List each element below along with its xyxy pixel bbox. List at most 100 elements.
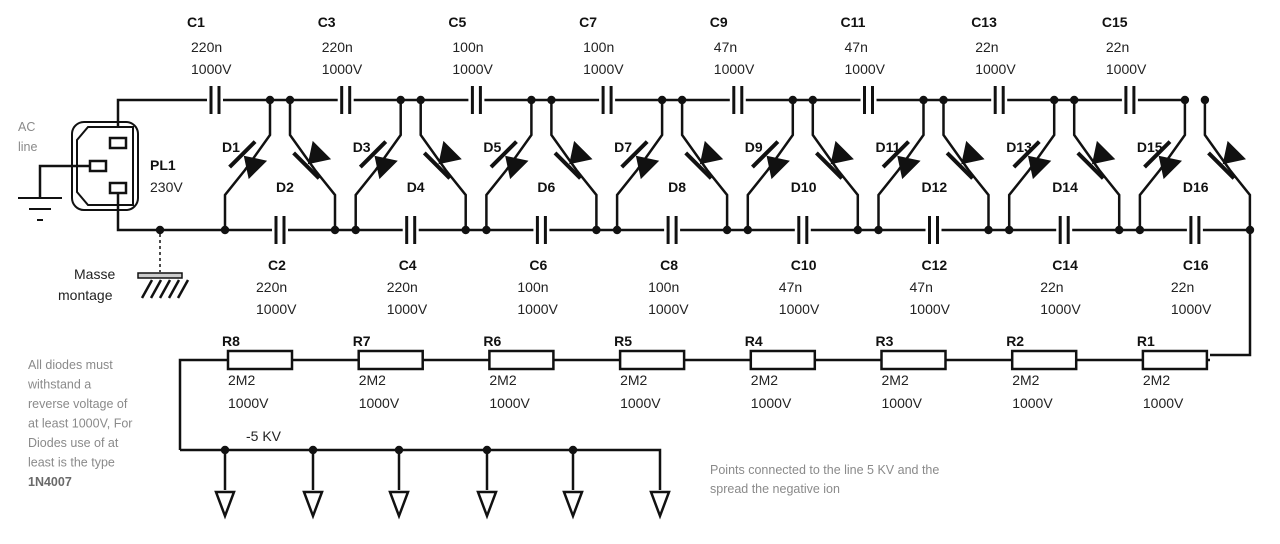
diode-wire xyxy=(419,100,467,230)
diode-d14 xyxy=(1076,140,1116,180)
plug-pin xyxy=(108,136,128,150)
diode-bar xyxy=(1207,151,1236,180)
junction-dot xyxy=(743,225,752,235)
ac-plug-pl1 xyxy=(71,121,139,211)
capacitor-c12 xyxy=(925,216,942,244)
diode-bar xyxy=(1143,140,1172,169)
diode-bar xyxy=(228,140,257,169)
diode-wire xyxy=(223,100,272,230)
capacitor-gap xyxy=(664,218,681,242)
junction-dot xyxy=(285,95,295,105)
earth-wire xyxy=(38,164,90,198)
resistor-value: 2M2 xyxy=(751,372,778,388)
diode-label: D6 xyxy=(537,179,555,195)
junction-dot xyxy=(461,225,470,235)
capacitor-gap xyxy=(402,218,419,242)
diode-label: D2 xyxy=(276,179,294,195)
resistor-voltage: 1000V xyxy=(359,395,400,411)
diode-triangle xyxy=(699,140,724,165)
diode-wire xyxy=(942,100,990,230)
capacitor-value: 22n xyxy=(1171,279,1194,295)
junction-dot xyxy=(1050,95,1059,105)
junction-dot xyxy=(1245,225,1255,235)
diode-label: D10 xyxy=(791,179,817,195)
capacitor-value: 47n xyxy=(714,39,737,55)
diode-bar xyxy=(751,140,780,169)
junction-dot xyxy=(351,225,360,235)
diode-d12 xyxy=(945,140,985,180)
diode-bar xyxy=(815,151,844,180)
capacitor-voltage: 1000V xyxy=(975,61,1016,77)
junction-dot xyxy=(265,95,275,105)
connector-voltage: 230V xyxy=(150,179,183,195)
points-note-line: Points connected to the line 5 KV and th… xyxy=(710,463,939,477)
diode-wire xyxy=(811,100,860,230)
capacitor-gap xyxy=(337,88,354,112)
diode-d1 xyxy=(228,140,268,180)
capacitor-voltage: 1000V xyxy=(910,301,951,317)
diode-bar xyxy=(358,140,388,169)
capacitor-gap xyxy=(794,218,811,242)
ground-label: Masse xyxy=(74,266,115,282)
capacitor-value: 220n xyxy=(387,279,418,295)
diode-label: D11 xyxy=(876,139,901,155)
resistor-r4 xyxy=(749,349,817,371)
diode-triangle xyxy=(635,155,660,180)
resistor-name: R8 xyxy=(222,333,240,349)
resistor-name: R6 xyxy=(483,333,501,349)
capacitor-voltage: 1000V xyxy=(648,301,689,317)
junction-dot xyxy=(984,225,993,235)
diode-triangle xyxy=(374,155,398,180)
junction-dot xyxy=(416,95,425,105)
capacitor-c10 xyxy=(794,216,811,244)
diode-d2 xyxy=(292,140,332,180)
diode-d8 xyxy=(684,140,724,180)
capacitor-voltage: 1000V xyxy=(714,61,755,77)
diode-d9 xyxy=(751,140,790,180)
junction-dot xyxy=(612,225,622,235)
resistor-voltage: 1000V xyxy=(751,395,792,411)
diode-triangle xyxy=(1091,140,1116,165)
capacitor-gap xyxy=(1056,218,1073,242)
resistor-voltage: 1000V xyxy=(228,395,269,411)
plug-inner xyxy=(76,126,134,206)
diode-label: D12 xyxy=(922,179,948,195)
ac-line-label: line xyxy=(18,140,38,154)
diode-label: D15 xyxy=(1137,139,1163,155)
junction-dot xyxy=(677,95,687,105)
junction-dot xyxy=(919,95,928,105)
diode-wire xyxy=(1138,100,1187,230)
capacitor-gap xyxy=(991,88,1008,112)
capacitor-value: 100n xyxy=(648,279,679,295)
capacitor-c4 xyxy=(402,216,419,244)
capacitor-value: 100n xyxy=(583,39,614,55)
capacitor-value: 220n xyxy=(256,279,287,295)
junction-dot xyxy=(1005,225,1014,235)
capacitor-name: C8 xyxy=(660,257,678,273)
resistor-voltage: 1000V xyxy=(620,395,661,411)
emitter-point xyxy=(214,490,236,520)
junction-dot xyxy=(482,225,491,235)
junction-dot xyxy=(568,445,578,455)
diode-bar xyxy=(422,151,452,180)
diode-d11 xyxy=(881,140,921,180)
diode-bar xyxy=(1012,140,1041,169)
ground-label: montage xyxy=(58,287,113,303)
diode-label: D13 xyxy=(1006,139,1032,155)
capacitor-c9 xyxy=(729,86,746,114)
capacitor-name: C3 xyxy=(318,14,336,30)
capacitor-c2 xyxy=(272,216,288,244)
capacitor-value: 47n xyxy=(845,39,868,55)
capacitor-voltage: 1000V xyxy=(583,61,624,77)
junction-dot xyxy=(308,445,318,455)
resistor-value: 2M2 xyxy=(489,372,516,388)
capacitor-name: C14 xyxy=(1052,257,1078,273)
junction-dot xyxy=(722,225,732,235)
capacitor-gap xyxy=(599,88,616,112)
capacitor-value: 22n xyxy=(1106,39,1129,55)
junction-dot xyxy=(220,445,230,455)
capacitor-voltage: 1000V xyxy=(845,61,886,77)
capacitor-gap xyxy=(925,218,942,242)
capacitor-name: C6 xyxy=(529,257,547,273)
